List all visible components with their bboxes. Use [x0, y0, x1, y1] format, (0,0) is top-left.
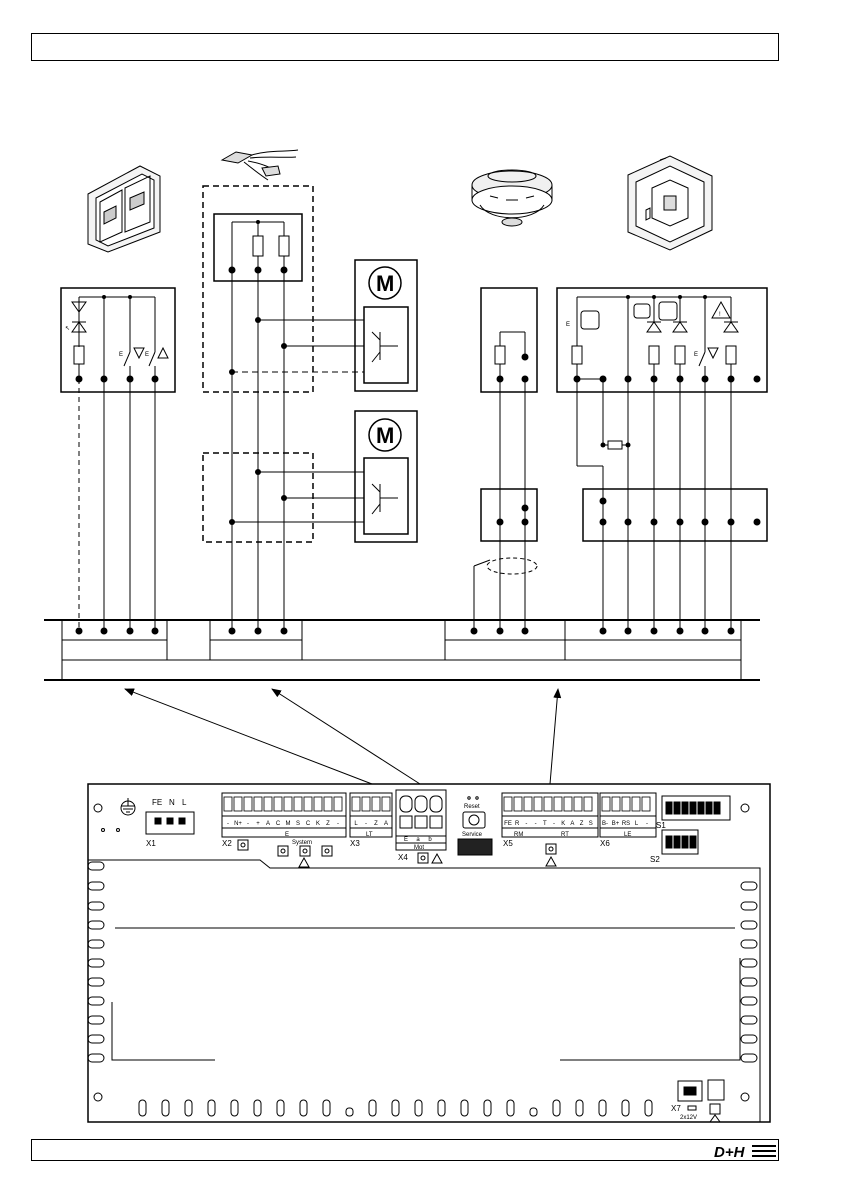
x5-group-rm-label: RM	[514, 832, 523, 838]
bus-group-mot	[302, 620, 445, 660]
call-point-box: ! E E	[557, 288, 767, 541]
x6-label: X6	[600, 839, 610, 848]
bus-group-lt-lower	[210, 640, 302, 660]
pin-label-x2-3: +	[256, 821, 260, 827]
x3-group-label: LT	[366, 832, 373, 838]
pin-label-x5-0: FE	[504, 821, 512, 827]
pin-label-x5-9: S	[589, 821, 593, 827]
x4-label: X4	[398, 853, 408, 862]
bus-group-rt-lower	[565, 640, 741, 660]
x2-label: X2	[222, 839, 232, 848]
power-label-fe: FE	[152, 798, 162, 807]
reset-label: Reset	[464, 804, 480, 810]
motor-1-label: M	[376, 271, 394, 296]
footer-frame	[31, 1139, 779, 1161]
voltage-label: 2x12V	[680, 1115, 697, 1121]
bus-group-e-lower	[62, 640, 167, 660]
svg-text:↖: ↖	[65, 326, 70, 332]
motor-2-label: M	[376, 423, 394, 448]
x3-label: X3	[350, 839, 360, 848]
call-point-picture	[628, 156, 712, 250]
system-label: System	[292, 840, 312, 846]
pointer-arrows	[125, 689, 558, 784]
x6-group-label: LE	[624, 832, 631, 838]
x4-group-label: Mot	[414, 845, 424, 851]
x5-label: X5	[503, 839, 513, 848]
pin-label-x6-3: L	[635, 821, 639, 827]
power-label-n: N	[169, 798, 175, 807]
svg-text:E: E	[145, 352, 149, 358]
pin-label-x2-2: -	[247, 821, 249, 827]
pin-label-x6-2: RS	[622, 821, 630, 827]
x2-group-label: E	[285, 832, 289, 838]
x7-label: X7	[671, 1104, 681, 1113]
x5-group-rt-label: RT	[561, 832, 569, 838]
pin-label-x2-6: M	[286, 821, 291, 827]
pin-label-x2-9: K	[316, 821, 320, 827]
bus-group-rm-lower	[445, 640, 565, 660]
power-label-l: L	[182, 798, 187, 807]
x2-screws	[224, 797, 650, 811]
motor-wiring	[232, 320, 364, 522]
svg-text:E: E	[694, 352, 698, 358]
pin-label-x3-3: A	[384, 821, 388, 827]
service-label: Service	[462, 832, 483, 838]
pin-label-x6-1: B+	[612, 821, 620, 827]
pin-label-x4-2: b	[428, 837, 432, 843]
pin-label-x6-0: B-	[602, 821, 608, 827]
bus-group-blank	[167, 620, 210, 660]
smoke-detector-picture	[472, 170, 552, 226]
pin-label-x5-3: -	[535, 821, 537, 827]
pin-label-x2-4: A	[266, 821, 270, 827]
pin-label-x3-2: Z	[374, 821, 378, 827]
pin-label-x2-7: S	[296, 821, 300, 827]
pin-label-x3-1: -	[365, 821, 367, 827]
pin-label-x2-10: Z	[326, 821, 330, 827]
pin-label-x5-8: Z	[580, 821, 584, 827]
terminal-dots	[76, 220, 761, 635]
sensor-cable-picture	[222, 150, 298, 180]
pin-label-x4-1: a	[416, 837, 420, 843]
pin-label-x5-2: -	[525, 821, 527, 827]
smoke-detector-box	[481, 288, 537, 541]
pin-label-x2-8: C	[306, 821, 311, 827]
svg-text:!: !	[719, 312, 721, 318]
pin-label-x5-6: K	[561, 821, 565, 827]
wall-switch-picture	[88, 166, 160, 252]
pin-label-x2-11: -	[337, 821, 339, 827]
pin-label-x5-7: A	[570, 821, 574, 827]
pin-label-x2-1: N+	[234, 821, 242, 827]
bus-wires	[79, 270, 731, 631]
pin-label-x3-0: L	[354, 821, 358, 827]
pin-label-x6-4: -	[646, 821, 648, 827]
x1-label: X1	[146, 839, 156, 848]
pin-label-x4-0: E	[404, 837, 408, 843]
s2-label: S2	[650, 855, 660, 864]
pin-label-x5-5: -	[553, 821, 555, 827]
pin-label-x2-0: -	[227, 821, 229, 827]
svg-text:E: E	[566, 322, 570, 328]
pin-label-x2-5: C	[276, 821, 281, 827]
pin-label-x5-4: T	[543, 821, 547, 827]
call-point-wiring	[577, 379, 628, 501]
controller-board	[88, 784, 770, 1122]
pin-label-x5-1: R	[515, 821, 520, 827]
s1-label: S1	[656, 821, 666, 830]
svg-text:E: E	[119, 352, 123, 358]
